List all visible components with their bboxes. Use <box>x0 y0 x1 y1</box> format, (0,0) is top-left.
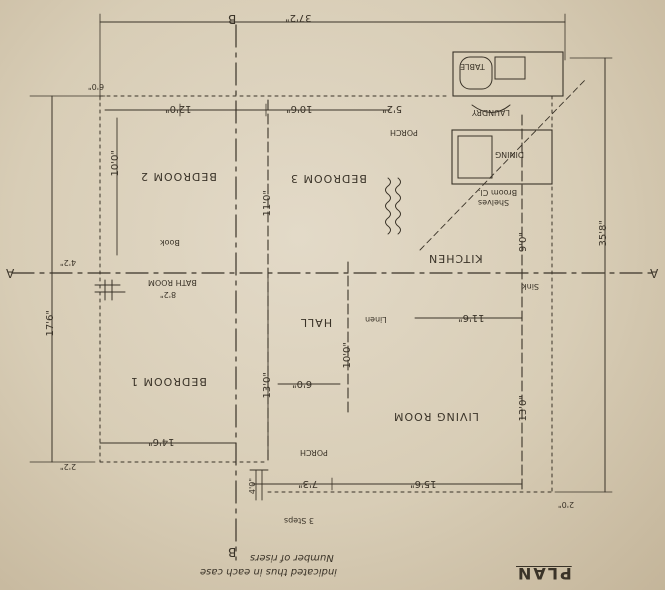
shelves-note: Shelves <box>478 198 510 207</box>
porch-depth-label: 4'0" <box>248 478 257 495</box>
bedroom2-depth-label: 10'0" <box>110 150 121 177</box>
closet-width-label: 6'0" <box>292 378 313 389</box>
section-mark-bottom: B <box>228 545 237 559</box>
hall-depth-label: 10'0" <box>342 342 353 369</box>
left-depth-label: 17'6" <box>45 310 56 337</box>
bath-small-label: 4'2" <box>60 258 77 267</box>
drawing-title: PLAN <box>516 564 572 583</box>
kitchen-depth-label: 9'0" <box>518 232 529 253</box>
laundry-arc <box>471 104 511 113</box>
section-mark-left: A <box>6 266 15 280</box>
porch-front-width-label: 7'3" <box>298 478 319 489</box>
bath-fixture <box>94 279 126 301</box>
sink-note: Sink <box>522 282 540 291</box>
bedroom1-label: BEDROOM 1 <box>130 375 207 388</box>
bedroom2-label: BEDROOM 2 <box>140 170 217 183</box>
living-width-label: 15'6" <box>410 478 437 489</box>
laundry-tub <box>452 51 564 97</box>
corner-dim-b: 6'0" <box>88 82 105 91</box>
bedroom1-depth-label: 13'0" <box>262 372 273 399</box>
section-mark-right: A <box>650 266 659 280</box>
footer-note-line2: indicated thus in each case <box>200 566 338 577</box>
hall-width-label: 11'6" <box>458 312 485 323</box>
living-room-label: LIVING ROOM <box>393 410 479 423</box>
bath-room-label: BATH ROOM <box>148 278 197 287</box>
bedroom3-width-label: 10'6" <box>286 103 313 114</box>
porch-rear-label: PORCH <box>390 128 418 137</box>
table-note: TABLE <box>460 62 485 71</box>
book-note: Book <box>160 238 180 247</box>
corner-dim-c: 2'0" <box>558 500 575 509</box>
bedroom1-width-label: 14'6" <box>148 436 175 447</box>
steps-note: 3 Steps <box>284 516 315 525</box>
section-mark-top: B <box>228 12 237 26</box>
overall-width-label: 37'2" <box>285 12 312 23</box>
sink-fixture <box>457 135 493 179</box>
broom-closet-note: Broom Cl. <box>478 188 518 197</box>
kitchen-shelves <box>385 177 401 235</box>
porch-front-label: PORCH <box>300 448 328 457</box>
overall-depth-label: 35'8" <box>598 220 609 247</box>
living-depth-label: 13'0" <box>518 395 529 422</box>
tub-basin <box>459 56 493 90</box>
footer-note-line1: Number of risers <box>250 552 334 563</box>
porch-steps <box>249 469 269 501</box>
porch-width-label: 5'2" <box>382 103 403 114</box>
hall-label: HALL <box>300 316 333 329</box>
kitchen-label: KITCHEN <box>428 252 483 265</box>
laundry-label: LAUNDRY <box>472 108 511 117</box>
bedroom2-width-label: 12'0" <box>165 103 192 114</box>
corner-dim-a: 2'2" <box>60 462 77 471</box>
bath-width-label: 8'2" <box>160 290 177 299</box>
kitchen-diagonal <box>419 79 586 251</box>
bedroom3-label: BEDROOM 3 <box>290 172 367 185</box>
dining-label: DINING <box>495 150 525 159</box>
kitchen-counter <box>451 129 553 185</box>
exterior-wall <box>99 95 451 463</box>
bedroom3-depth-label: 11'0" <box>262 190 273 217</box>
tub-basin-2 <box>494 56 526 80</box>
linen-note: Linen <box>365 315 387 324</box>
